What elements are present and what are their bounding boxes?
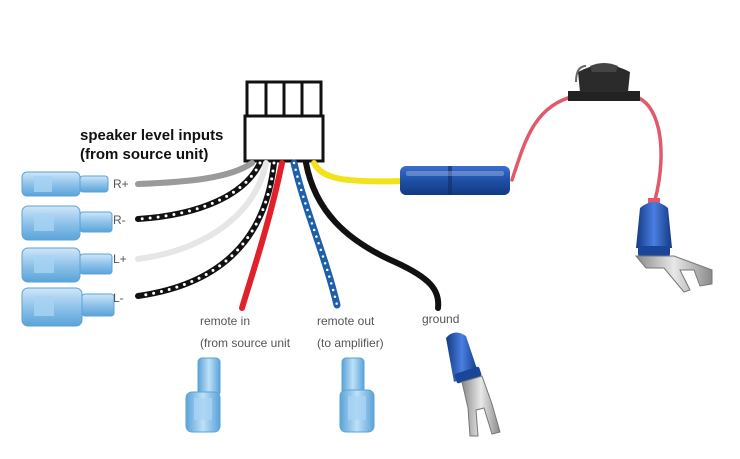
female-connector-remote-in: [185, 357, 221, 433]
female-connector-l-minus: [21, 287, 115, 327]
wire-l-plus: [135, 160, 269, 262]
wire-remote-in: [239, 160, 285, 311]
wire-remote-out: [290, 159, 341, 309]
label-remote-out-line1: remote out: [317, 314, 375, 328]
female-connector-r-plus: [21, 171, 109, 197]
label-remote-in-line1: remote in: [200, 314, 251, 328]
fuse-wire: [510, 94, 663, 202]
female-connector-l-plus: [21, 247, 113, 283]
heading-line-1: speaker level inputs: [80, 127, 224, 144]
label-remote-in-line2: (from source unit: [200, 336, 291, 350]
heading-line-2: (from source unit): [80, 146, 209, 163]
female-connector-remote-out: [339, 357, 375, 433]
label-l-minus: L-: [113, 291, 124, 305]
label-ground: ground: [422, 312, 460, 326]
female-connector-r-minus: [21, 205, 113, 241]
label-r-plus: R+: [113, 177, 129, 191]
wire-ground: [303, 160, 442, 311]
wire-r-plus: [135, 160, 255, 187]
label-remote-out-line2: (to amplifier): [317, 336, 384, 350]
wire-harness-plug: [243, 80, 325, 163]
wire-yellow: [311, 160, 408, 185]
label-r-minus: R-: [113, 213, 126, 227]
butt-connector: [400, 166, 510, 195]
label-l-plus: L+: [113, 252, 127, 266]
speaker-inputs-heading: speaker level inputs (from source unit): [80, 126, 223, 164]
spade-terminal-ground: [446, 332, 501, 437]
spade-terminal-fuse: [634, 198, 713, 293]
inline-fuse-holder: [568, 63, 640, 101]
